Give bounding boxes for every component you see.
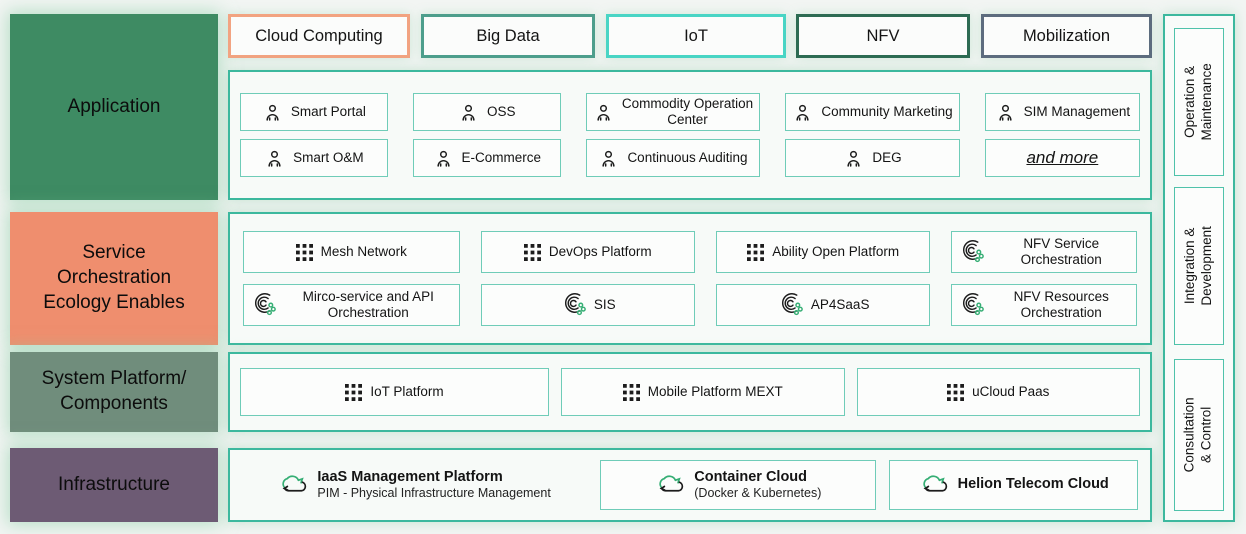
item-title: Container Cloud	[694, 469, 808, 486]
item-nfv-resources-orchestration: NFV Resources Orchestration	[951, 284, 1137, 326]
item-subtitle: (Docker & Kubernetes)	[694, 486, 822, 501]
item-oss: OSS	[412, 93, 561, 131]
item-ap4saas: AP4SaaS	[715, 284, 931, 326]
person-icon	[266, 104, 279, 121]
grid-icon	[345, 383, 363, 401]
tab-cloud-computing: Cloud Computing	[228, 14, 410, 58]
application-items-panel: Smart Portal OSS Commodity Operation Cen…	[228, 70, 1152, 200]
item-iot-platform: IoT Platform	[240, 368, 549, 416]
item-iaas-management-platform: IaaS Management Platform PIM - Physical …	[242, 460, 587, 510]
tab-mobilization: Mobilization	[981, 14, 1152, 58]
system-platform-panel: IoT Platform Mobile Platform MEXT uCloud…	[228, 352, 1152, 432]
row-label-system-platform: System Platform/ Components	[10, 352, 218, 432]
item-deg: DEG	[785, 139, 960, 177]
item-e-commerce: E-Commerce	[412, 139, 561, 177]
person-icon	[462, 104, 475, 121]
cloud-icon	[282, 474, 307, 492]
item-ucloud-paas: uCloud Paas	[856, 368, 1140, 416]
person-icon	[597, 104, 610, 121]
service-orchestration-panel: Mesh Network DevOps Platform Ability Ope…	[228, 212, 1152, 345]
item-and-more: and more	[984, 139, 1140, 177]
orchestration-icon	[254, 293, 276, 316]
item-sim-management: SIM Management	[984, 93, 1140, 131]
person-icon	[268, 150, 281, 167]
tab-nfv: NFV	[796, 14, 970, 58]
grid-icon	[622, 383, 640, 401]
sidebar-item-operation-maintenance: Operation & Maintenance	[1174, 28, 1224, 176]
sidebar-item-integration-development: Integration & Development	[1174, 187, 1224, 345]
sidebar-panel: Operation & Maintenance Integration & De…	[1163, 14, 1235, 522]
item-title: IaaS Management Platform	[317, 469, 503, 486]
item-ability-open-platform: Ability Open Platform	[715, 231, 931, 273]
item-commodity-operation-center: Commodity Operation Center	[585, 93, 761, 131]
person-icon	[998, 104, 1012, 121]
tab-iot: IoT	[606, 14, 786, 58]
person-icon	[436, 150, 450, 167]
item-subtitle: PIM - Physical Infrastructure Management	[317, 486, 551, 501]
item-community-marketing: Community Marketing	[785, 93, 960, 131]
person-icon	[602, 150, 616, 167]
row-label-application: Application	[10, 14, 218, 200]
item-mesh-network: Mesh Network	[243, 231, 460, 273]
row-label-infrastructure: Infrastructure	[10, 448, 218, 522]
person-icon	[796, 104, 809, 121]
grid-icon	[523, 243, 541, 261]
item-smart-portal: Smart Portal	[240, 93, 388, 131]
cloud-icon	[659, 474, 684, 492]
item-devops-platform: DevOps Platform	[480, 231, 695, 273]
row-label-service-orchestration: Service Orchestration Ecology Enables	[10, 212, 218, 345]
sidebar-item-consultation-control: Consultation & Control	[1174, 359, 1224, 511]
item-sis: SIS	[480, 284, 695, 326]
infrastructure-panel: IaaS Management Platform PIM - Physical …	[228, 448, 1152, 522]
item-nfv-service-orchestration: NFV Service Orchestration	[951, 231, 1137, 273]
grid-icon	[747, 243, 765, 261]
cloud-icon	[922, 474, 947, 492]
person-icon	[847, 150, 860, 167]
orchestration-icon	[963, 240, 985, 263]
grid-icon	[295, 243, 313, 261]
item-helion-telecom-cloud: Helion Telecom Cloud	[889, 460, 1138, 510]
orchestration-icon	[781, 293, 803, 316]
orchestration-icon	[963, 293, 985, 316]
item-micro-service-api-orchestration: Mirco-service and API Orchestration	[243, 284, 460, 326]
item-mobile-platform-mext: Mobile Platform MEXT	[561, 368, 845, 416]
grid-icon	[947, 383, 965, 401]
item-continuous-auditing: Continuous Auditing	[585, 139, 761, 177]
orchestration-icon	[564, 293, 586, 316]
item-container-cloud: Container Cloud (Docker & Kubernetes)	[600, 460, 877, 510]
item-smart-om: Smart O&M	[240, 139, 388, 177]
item-title: Helion Telecom Cloud	[957, 476, 1109, 493]
tab-big-data: Big Data	[421, 14, 595, 58]
